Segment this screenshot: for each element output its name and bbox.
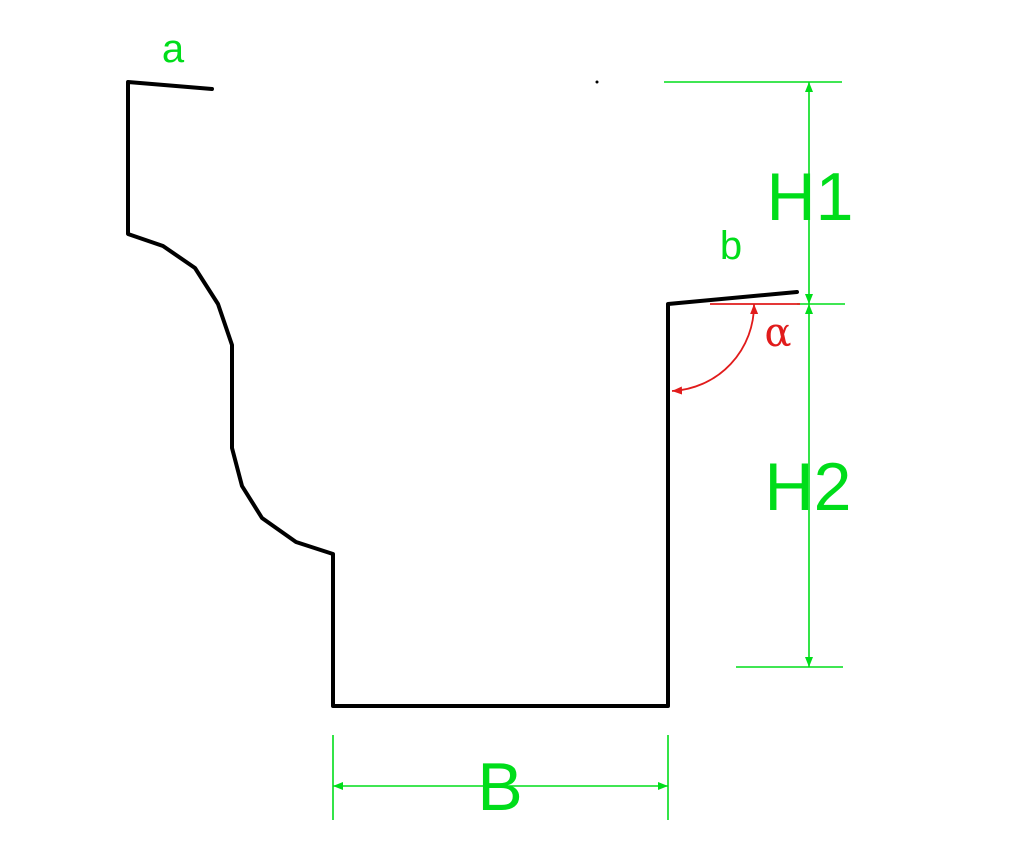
label-b-width: B: [477, 749, 522, 825]
label-a: a: [162, 27, 185, 71]
label-b: b: [720, 224, 742, 268]
angle-annotation: [671, 303, 800, 395]
stray-dot: [595, 80, 599, 84]
label-alpha: α: [764, 310, 791, 356]
dimension-lines: [332, 81, 845, 820]
label-h1: H1: [767, 159, 854, 235]
label-h2: H2: [765, 449, 852, 525]
angle-arc: [671, 303, 759, 395]
gutter-profile: [126, 80, 799, 708]
profile-outline: [126, 80, 799, 708]
